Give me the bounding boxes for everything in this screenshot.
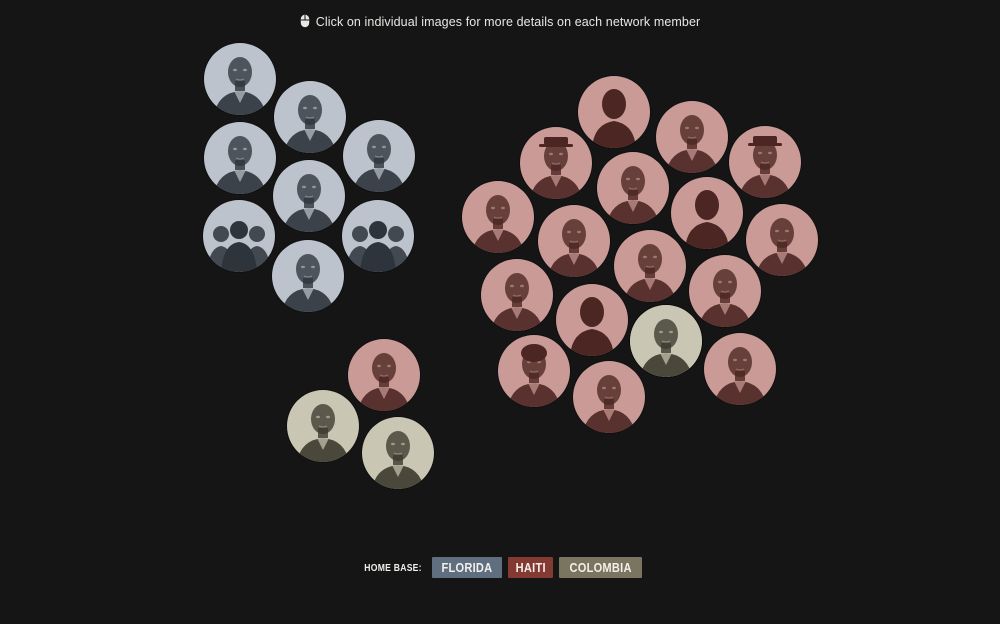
member-haiti-13[interactable] (597, 152, 669, 224)
member-florida-4[interactable] (343, 120, 415, 192)
member-portrait (362, 417, 434, 489)
member-haiti-26[interactable] (348, 339, 420, 411)
member-haiti-25[interactable] (573, 361, 645, 433)
member-portrait (671, 177, 743, 249)
legend-florida[interactable]: FLORIDA (431, 557, 502, 578)
member-colombia-28[interactable] (287, 390, 359, 462)
legend-title: HOME BASE: (364, 561, 422, 574)
member-haiti-20[interactable] (556, 284, 628, 356)
legend-colombia[interactable]: COLOMBIA (559, 557, 643, 578)
member-haiti-17[interactable] (614, 230, 686, 302)
member-haiti-12[interactable] (520, 127, 592, 199)
member-florida-5[interactable] (273, 160, 345, 232)
member-haiti-21[interactable] (689, 255, 761, 327)
member-portrait (287, 390, 359, 462)
legend-haiti[interactable]: HAITI (507, 557, 554, 578)
member-colombia-27[interactable] (630, 305, 702, 377)
member-portrait (556, 284, 628, 356)
member-portrait (538, 205, 610, 277)
member-florida-1[interactable] (204, 43, 276, 115)
hint-text: Click on individual images for more deta… (315, 15, 701, 29)
member-portrait (520, 127, 592, 199)
member-portrait (348, 339, 420, 411)
member-haiti-11[interactable] (729, 126, 801, 198)
member-portrait (342, 200, 414, 272)
member-portrait (204, 122, 276, 194)
member-portrait (729, 126, 801, 198)
member-haiti-19[interactable] (481, 259, 553, 331)
member-florida-3[interactable] (204, 122, 276, 194)
member-haiti-15[interactable] (462, 181, 534, 253)
member-portrait (689, 255, 761, 327)
member-portrait (498, 335, 570, 407)
member-portrait (614, 230, 686, 302)
home-base-legend: HOME BASE: FLORIDA HAITI COLOMBIA (0, 557, 1000, 578)
member-portrait (273, 160, 345, 232)
member-portrait (630, 305, 702, 377)
member-portrait (746, 204, 818, 276)
member-florida-8[interactable] (272, 240, 344, 312)
member-portrait (656, 101, 728, 173)
member-colombia-29[interactable] (362, 417, 434, 489)
member-portrait (343, 120, 415, 192)
member-florida-6[interactable] (203, 200, 275, 272)
legend-colombia-label: COLOMBIA (569, 560, 632, 575)
member-portrait (462, 181, 534, 253)
member-portrait (597, 152, 669, 224)
instruction-hint: Click on individual images for more deta… (0, 14, 1000, 31)
member-portrait (204, 43, 276, 115)
member-portrait (573, 361, 645, 433)
member-haiti-16[interactable] (538, 205, 610, 277)
mouse-icon (300, 14, 310, 31)
member-portrait (704, 333, 776, 405)
member-portrait (578, 76, 650, 148)
member-haiti-10[interactable] (656, 101, 728, 173)
member-florida-2[interactable] (274, 81, 346, 153)
member-haiti-14[interactable] (671, 177, 743, 249)
member-florida-7[interactable] (342, 200, 414, 272)
member-haiti-9[interactable] (578, 76, 650, 148)
legend-haiti-label: HAITI (515, 560, 546, 575)
member-portrait (203, 200, 275, 272)
legend-florida-label: FLORIDA (441, 560, 493, 575)
member-portrait (481, 259, 553, 331)
member-portrait (272, 240, 344, 312)
member-haiti-18[interactable] (746, 204, 818, 276)
member-haiti-23[interactable] (498, 335, 570, 407)
member-haiti-24[interactable] (704, 333, 776, 405)
member-portrait (274, 81, 346, 153)
